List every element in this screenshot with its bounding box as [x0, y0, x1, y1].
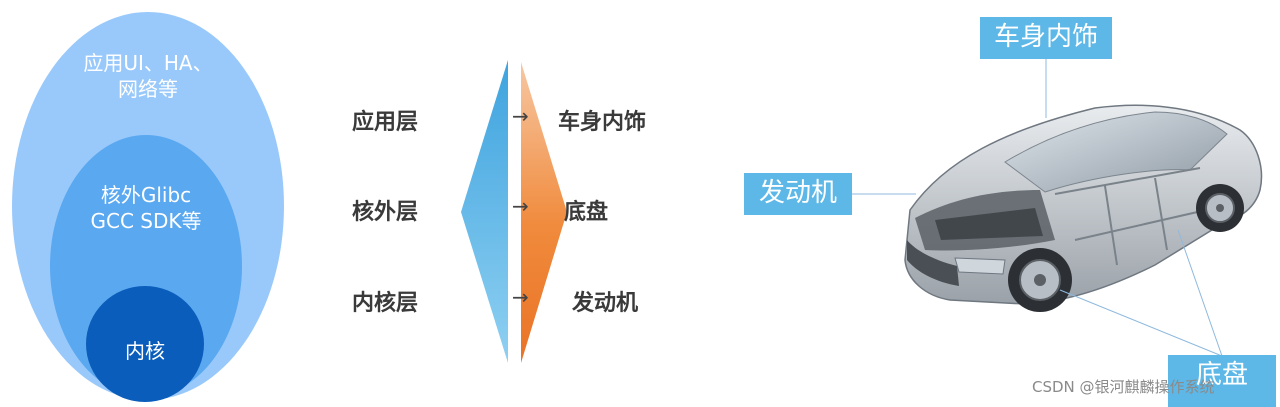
mapped-chassis: 底盘: [564, 200, 609, 225]
middle-ellipse-label: 核外Glibc GCC SDK等: [52, 182, 240, 234]
layer-name-outer-kernel: 核外层: [352, 200, 419, 225]
orange-triangle: [521, 62, 567, 363]
arrow-right-icon: →: [512, 285, 529, 309]
car-illustration: [904, 104, 1263, 312]
middle-ellipse-line-2: GCC SDK等: [90, 209, 202, 233]
callout-body-interior: 车身内饰: [980, 17, 1112, 59]
layer-name-kernel: 内核层: [352, 291, 419, 316]
mapped-engine: 发动机: [572, 291, 639, 316]
kernel-layer-ellipse: [86, 286, 204, 402]
arrow-right-icon: →: [512, 194, 529, 218]
callout-chassis: 底盘: [1168, 355, 1276, 407]
kernel-ellipse-label: 内核: [125, 339, 165, 363]
outer-ellipse-line-1: 应用UI、HA、: [83, 51, 213, 75]
layer-name-application: 应用层: [352, 110, 419, 135]
outer-ellipse-line-2: 网络等: [118, 77, 178, 101]
watermark: CSDN @银河麒麟操作系统: [1032, 378, 1215, 396]
arrow-right-icon: →: [512, 104, 529, 128]
middle-ellipse-line-1: 核外Glibc: [100, 183, 192, 207]
outer-ellipse-label: 应用UI、HA、 网络等: [30, 50, 266, 102]
layer-triangles: [461, 60, 567, 363]
callout-engine: 发动机: [744, 173, 852, 215]
mapped-body-interior: 车身内饰: [558, 110, 647, 135]
blue-triangle: [461, 60, 508, 363]
